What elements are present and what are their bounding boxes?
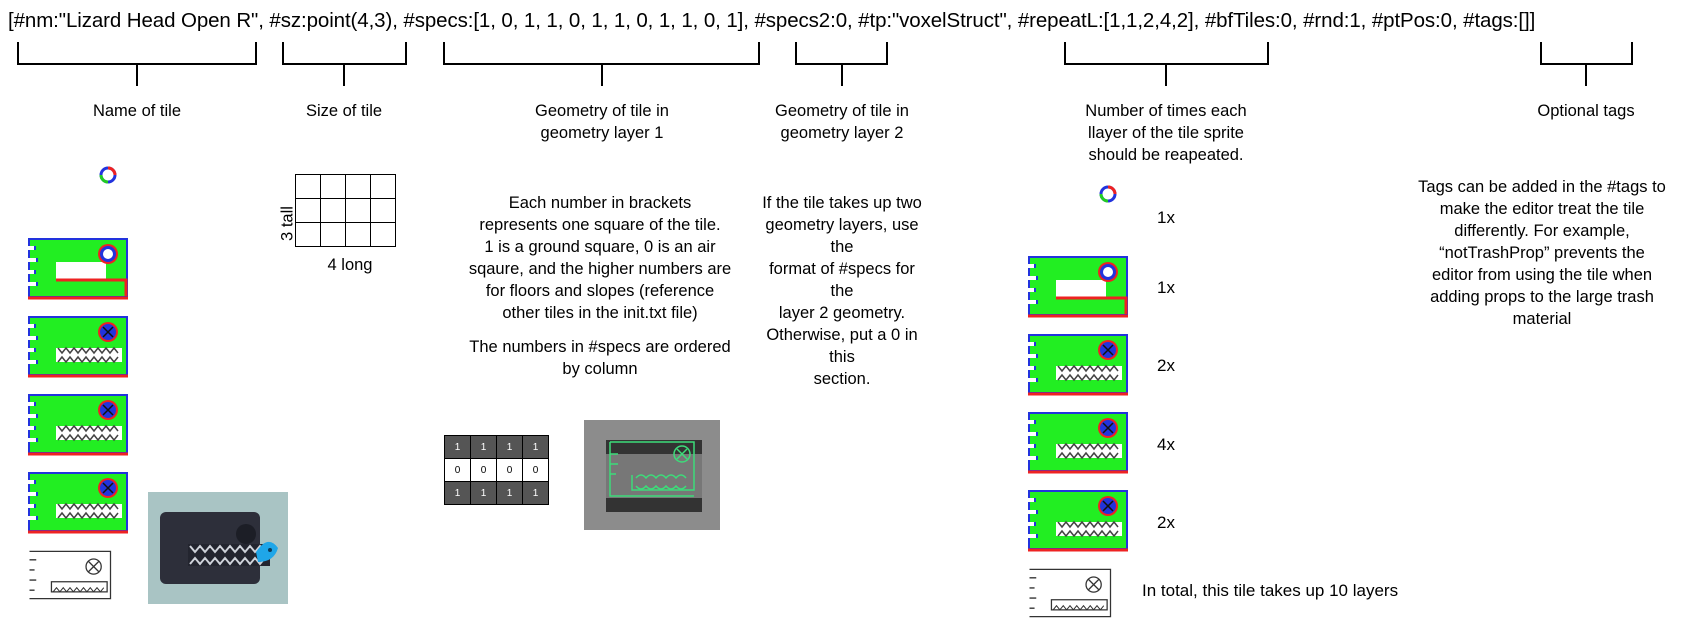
size-grid	[295, 174, 396, 247]
bracket-repeat	[1064, 42, 1269, 86]
repeat-multiplier: 2x	[1157, 513, 1175, 532]
bracket-specs2	[795, 42, 888, 86]
repeat-layer-2	[1026, 332, 1130, 396]
repeat-multiplier: 1x	[1157, 278, 1175, 297]
sprite-layer-open	[26, 236, 130, 300]
repeat-layer-1	[1026, 254, 1130, 318]
size-long-label: 4 long	[327, 256, 373, 274]
bracket-tags	[1540, 42, 1633, 86]
label-name: Name of tile	[92, 102, 182, 120]
bracket-name	[17, 42, 257, 86]
brackets-overlay	[17, 42, 1633, 86]
total-layers-text: In total, this tile takes up 10 layers	[1142, 581, 1399, 600]
repeat-multiplier: 2x	[1157, 356, 1175, 375]
bracket-specs	[443, 42, 760, 86]
sprite-layer-teeth	[26, 314, 130, 378]
repeat-layer-3	[1026, 410, 1130, 474]
sprite-layer-open-x	[26, 392, 130, 456]
repeat-multiplier: 4x	[1157, 435, 1175, 454]
sprite-ring-icon	[98, 165, 118, 185]
repeat-layer-4	[1026, 488, 1130, 552]
repeat-outline	[1026, 566, 1114, 620]
repeat-ring-icon	[1098, 184, 1118, 204]
sprite-outline	[26, 548, 114, 602]
bracket-size	[282, 42, 407, 86]
tile-definition-code: [#nm:"Lizard Head Open R", #sz:point(4,3…	[8, 9, 1536, 32]
in-game-preview	[148, 492, 288, 604]
geometry-editor-preview	[584, 420, 720, 530]
repeat-multiplier: 1x	[1157, 208, 1175, 227]
label-size: Size of tile	[305, 102, 383, 120]
label-tags: Optional tags	[1537, 102, 1635, 120]
sprite-layer-teeth-2	[26, 470, 130, 534]
size-tall-label: 3 tall	[278, 206, 297, 241]
